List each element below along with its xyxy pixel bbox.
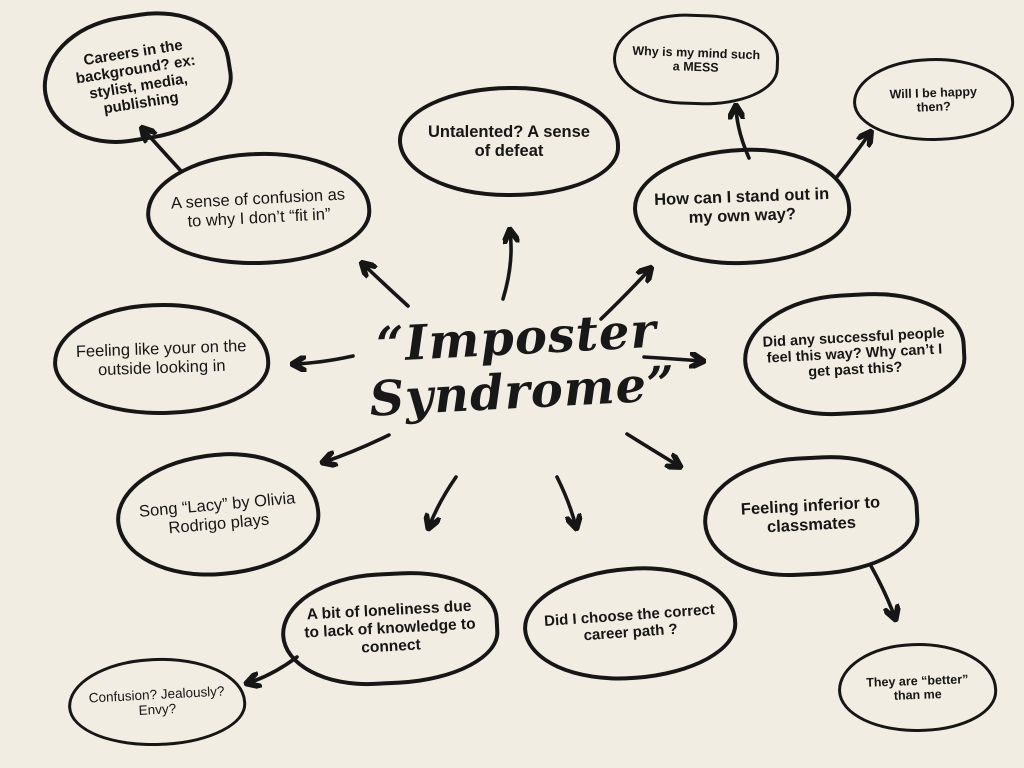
node-mind-mess: Why is my mind such a MESS bbox=[611, 11, 781, 108]
arrow-center-to-outside bbox=[294, 354, 355, 364]
node-careers: Careers in the background? ex: stylist, … bbox=[33, 0, 241, 156]
node-confusion-fit-label: A sense of confusion as to why I don’t “… bbox=[170, 184, 346, 231]
node-better: They are “better” than me bbox=[836, 640, 999, 735]
node-career-path: Did I choose the correct career path ? bbox=[519, 559, 741, 688]
node-outside: Feeling like your on the outside looking… bbox=[51, 299, 272, 419]
node-successful-label: Did any successful people feel this way?… bbox=[762, 325, 946, 381]
node-inferior: Feeling inferior to classmates bbox=[700, 450, 922, 582]
arrow-center-to-confusion bbox=[363, 264, 410, 308]
node-mind-mess-label: Why is my mind such a MESS bbox=[632, 43, 761, 75]
node-lacy-label: Song “Lacy” by Olivia Rodrigo plays bbox=[138, 488, 297, 537]
node-untalented: Untalented? A sense of defeat bbox=[398, 86, 620, 197]
arrow-center-to-untalented bbox=[501, 231, 511, 301]
arrow-center-to-loneliness bbox=[429, 475, 458, 527]
node-lacy: Song “Lacy” by Olivia Rodrigo plays bbox=[111, 444, 325, 585]
node-jealousy-label: Confusion? Jealously? Envy? bbox=[88, 683, 225, 718]
arrow-center-to-lacy bbox=[324, 433, 391, 462]
arrow-standout-to-happy-then bbox=[834, 133, 870, 180]
node-outside-label: Feeling like your on the outside looking… bbox=[75, 337, 247, 380]
node-better-label: They are “better” than me bbox=[865, 671, 969, 703]
node-careers-label: Careers in the background? ex: stylist, … bbox=[74, 36, 197, 118]
central-topic: “Imposter Syndrome” bbox=[365, 303, 677, 428]
node-loneliness-label: A bit of loneliness due to lack of knowl… bbox=[303, 597, 476, 657]
arrow-center-to-inferior bbox=[625, 432, 679, 466]
node-stand-out: How can I stand out in my own way? bbox=[631, 144, 853, 269]
node-confusion-fit: A sense of confusion as to why I don’t “… bbox=[143, 146, 374, 271]
node-happy-then-label: Will I be happy then? bbox=[889, 83, 978, 115]
node-loneliness: A bit of loneliness due to lack of knowl… bbox=[278, 566, 502, 691]
arrow-loneliness-to-jealousy bbox=[248, 655, 299, 683]
node-happy-then: Will I be happy then? bbox=[851, 55, 1016, 144]
arrow-center-to-career-path bbox=[555, 475, 576, 527]
node-untalented-label: Untalented? A sense of defeat bbox=[428, 122, 590, 160]
node-jealousy: Confusion? Jealously? Envy? bbox=[65, 653, 249, 751]
arrow-inferior-to-better bbox=[869, 564, 895, 618]
node-stand-out-label: How can I stand out in my own way? bbox=[653, 184, 830, 227]
node-inferior-label: Feeling inferior to classmates bbox=[740, 493, 881, 537]
node-career-path-label: Did I choose the correct career path ? bbox=[543, 600, 716, 644]
node-successful: Did any successful people feel this way?… bbox=[739, 287, 970, 421]
